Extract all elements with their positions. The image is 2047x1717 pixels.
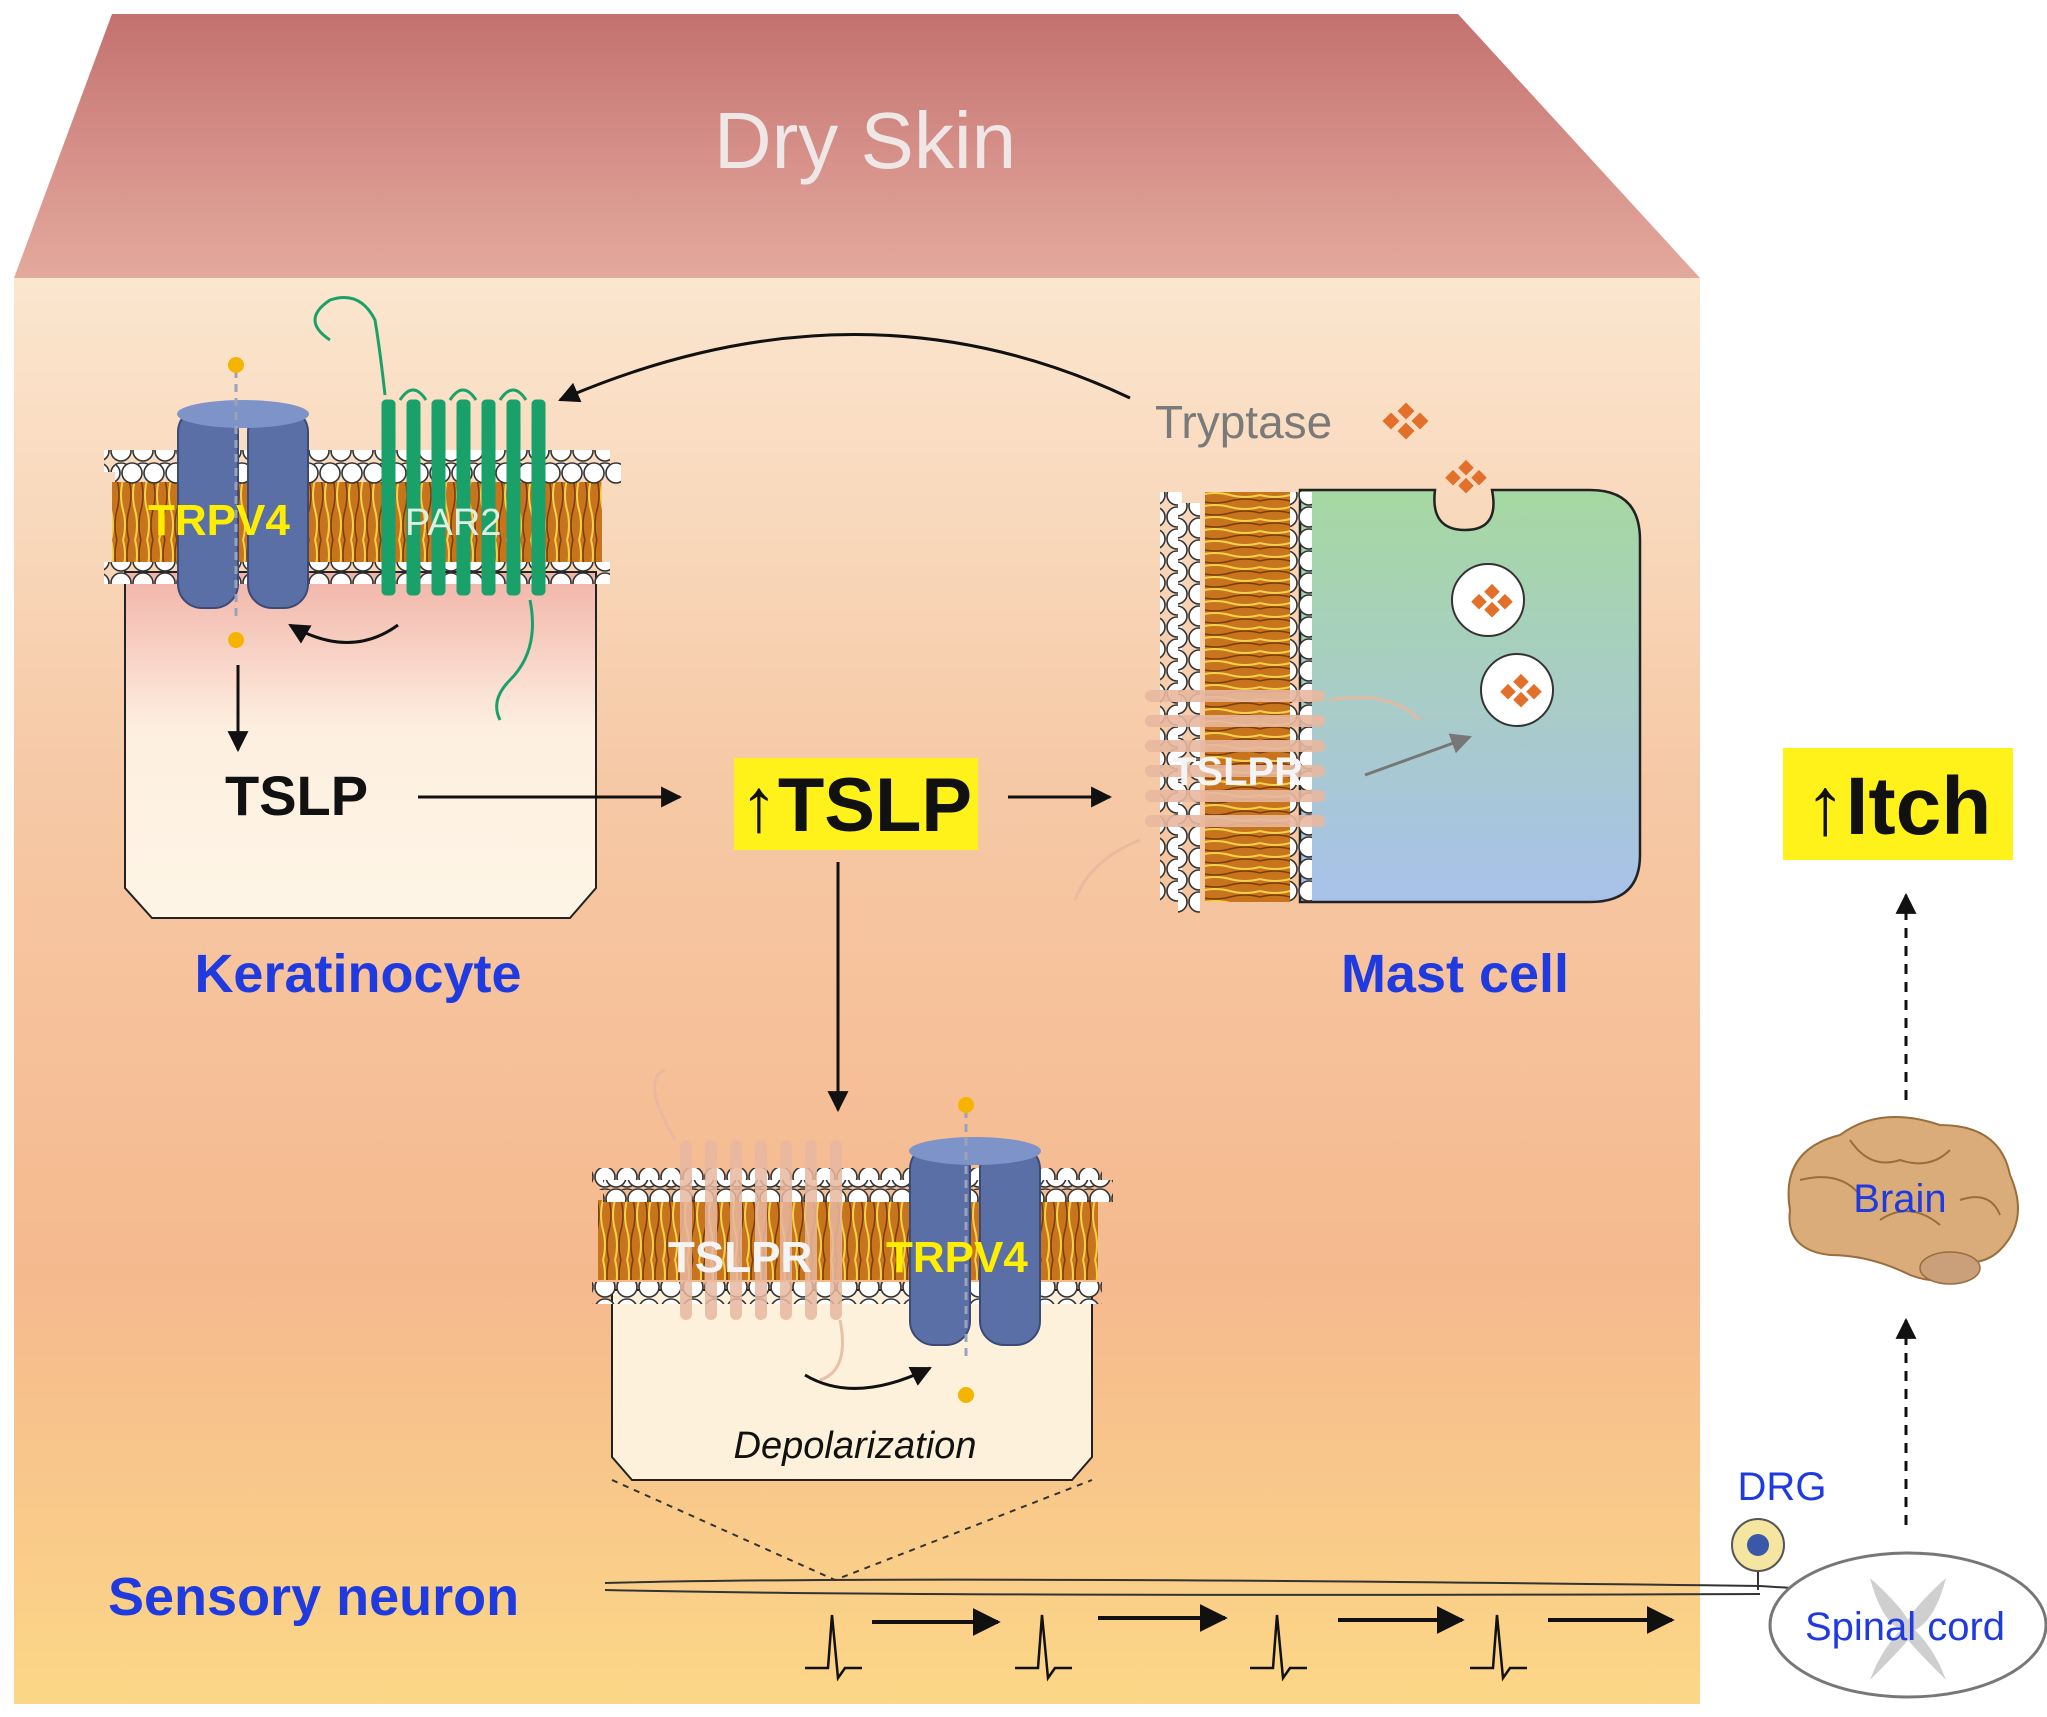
keratinocyte-label: Keratinocyte xyxy=(194,944,521,1004)
trpv4-label-neuron: TRPV4 xyxy=(886,1233,1028,1282)
tslpr-to-trpv4-arrow xyxy=(804,1366,932,1390)
mast-cell-label: Mast cell xyxy=(1341,944,1569,1004)
tslpr-receptor-neuron xyxy=(653,1068,844,1382)
drg-label: DRG xyxy=(1738,1465,1827,1509)
brain-label: Brain xyxy=(1853,1177,1946,1221)
cation-icon xyxy=(228,357,244,373)
granule xyxy=(1451,563,1525,637)
tryptase-icon xyxy=(1445,459,1542,708)
tslpr-label-neuron: TSLPR xyxy=(668,1233,812,1282)
tslpr-receptor-mast xyxy=(1073,690,1422,901)
keratinocyte-cell: TRPV4 PAR2 TSLP xyxy=(104,296,621,919)
keratinocyte-body xyxy=(124,571,597,919)
mast-cell: TSLPR xyxy=(1073,459,1642,913)
par2-label: PAR2 xyxy=(405,502,501,544)
sensory-axon xyxy=(604,1589,1761,1596)
brain-icon xyxy=(1787,1116,2019,1285)
tslp-highlight xyxy=(734,758,978,850)
itch-highlight xyxy=(1783,748,2013,860)
par2-to-trpv4-arrow xyxy=(288,623,399,644)
action-potential-train xyxy=(805,1604,1675,1682)
itch-up-label: ↑Itch xyxy=(1805,761,1992,852)
keratinocyte-tslp: TSLP xyxy=(225,764,368,827)
mast-cell-membrane xyxy=(1160,492,1312,913)
trpv4-channel-neuron xyxy=(909,1097,1041,1403)
skin-surface xyxy=(14,14,1700,278)
depolarization-label: Depolarization xyxy=(734,1425,977,1467)
cation-icon xyxy=(228,632,244,648)
skin-title: Dry Skin xyxy=(714,96,1016,185)
drg-neuron-icon xyxy=(1731,1518,1785,1590)
action-potential-icon xyxy=(1015,1614,1072,1682)
action-potential-icon xyxy=(1250,1614,1307,1682)
tryptase-label: Tryptase xyxy=(1155,396,1332,448)
trpv4-channel-keratinocyte xyxy=(177,357,309,648)
action-potential-icon xyxy=(1470,1614,1527,1682)
tslpr-signal-arrow xyxy=(1364,733,1472,777)
cation-icon xyxy=(958,1387,974,1403)
sensory-neuron-label: Sensory neuron xyxy=(108,1567,519,1627)
spinal-cord-label: Spinal cord xyxy=(1805,1605,2005,1649)
cation-icon xyxy=(958,1097,974,1113)
tslp-up-label: ↑TSLP xyxy=(740,763,972,848)
tslpr-label-mast: TSLPR xyxy=(1172,750,1303,794)
tryptase-feedback-arrow xyxy=(558,333,1131,403)
action-potential-icon xyxy=(805,1614,862,1682)
par2-receptor xyxy=(313,296,546,721)
spinal-cord-icon xyxy=(1768,1551,2047,1699)
trpv4-label-keratinocyte: TRPV4 xyxy=(148,496,290,545)
mast-cell-body xyxy=(1298,488,1642,904)
granule xyxy=(1480,653,1554,727)
neuron-zoom-box: TSLPR TRPV4 Depolarization xyxy=(592,1068,1113,1582)
